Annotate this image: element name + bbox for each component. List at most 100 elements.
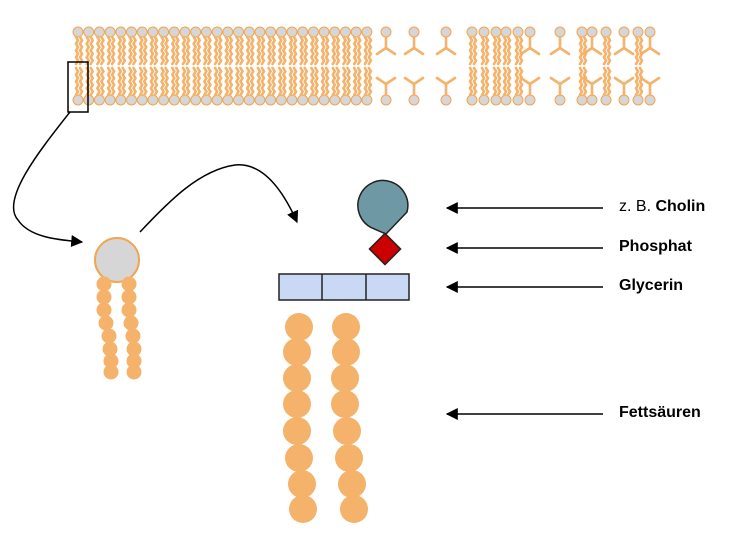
membrane-lipid xyxy=(490,26,502,66)
membrane-tail xyxy=(149,35,155,66)
membrane-lipid xyxy=(297,26,309,66)
membrane-tail xyxy=(335,66,341,97)
membrane-tail xyxy=(217,35,223,66)
membrane-tail xyxy=(606,35,612,66)
membrane-head xyxy=(233,94,244,106)
membrane-tail xyxy=(74,66,80,97)
membrane-tail xyxy=(196,35,202,66)
membrane-tail xyxy=(256,66,262,97)
membrane-head xyxy=(576,94,588,106)
membrane-tail xyxy=(634,66,640,97)
membrane-tail xyxy=(335,35,341,66)
membrane-tail xyxy=(267,66,273,97)
membrane-lipid-kinked xyxy=(375,76,397,106)
membrane-tail xyxy=(292,35,298,66)
membrane-selection-box xyxy=(67,61,89,113)
membrane-tail xyxy=(502,35,508,66)
membrane-head xyxy=(586,26,598,38)
membrane-tail xyxy=(267,35,273,66)
membrane-lipid xyxy=(340,66,352,106)
membrane-lipid xyxy=(478,66,490,106)
membrane-tail xyxy=(558,76,571,97)
membrane-tail xyxy=(271,66,277,97)
membrane-head xyxy=(632,26,644,38)
membrane-lipid-kinked xyxy=(549,26,571,56)
membrane-head xyxy=(490,26,502,38)
membrane-tail xyxy=(164,66,170,97)
membrane-lipid xyxy=(190,26,202,66)
small-tail-bead xyxy=(96,289,112,305)
membrane-tail xyxy=(496,35,502,66)
membrane-tail xyxy=(472,35,478,66)
membrane-head xyxy=(104,94,116,106)
membrane-head xyxy=(440,94,452,106)
membrane-lipid xyxy=(179,66,191,106)
membrane-tail xyxy=(356,66,362,97)
membrane-lipid xyxy=(500,66,512,106)
membrane-lipid xyxy=(600,66,612,106)
membrane-head xyxy=(254,94,266,106)
membrane-tail xyxy=(95,66,101,97)
membrane-lipid xyxy=(147,26,159,66)
membrane-tail xyxy=(153,66,159,97)
membrane-tail xyxy=(634,35,640,66)
membrane-tail xyxy=(528,76,541,86)
fatty-acid-bead xyxy=(331,364,359,392)
membrane-lipid xyxy=(307,66,319,106)
membrane-head xyxy=(350,26,362,38)
glycerol-bar xyxy=(278,273,410,301)
membrane-lipid xyxy=(466,66,478,106)
membrane-tail xyxy=(106,66,112,97)
membrane-head xyxy=(297,26,309,38)
fatty-acid-bead xyxy=(335,444,363,472)
membrane-head xyxy=(168,94,180,106)
small-tail-bead xyxy=(103,353,119,369)
membrane-tail xyxy=(324,66,330,97)
membrane-lipid xyxy=(243,26,255,66)
membrane-tail xyxy=(202,35,208,66)
membrane-tail xyxy=(331,66,337,97)
membrane-tail xyxy=(613,35,626,56)
membrane-tail xyxy=(249,66,255,97)
membrane-head xyxy=(147,94,159,106)
membrane-tail xyxy=(228,35,234,66)
membrane-tail xyxy=(131,35,138,66)
small-tail-bead xyxy=(125,328,141,344)
membrane-lipid xyxy=(200,26,212,66)
membrane-tail xyxy=(303,66,309,97)
membrane-head xyxy=(190,94,202,106)
membrane-lipid xyxy=(318,26,330,66)
choline-shape xyxy=(357,179,409,235)
membrane-tail xyxy=(228,66,234,97)
membrane-head xyxy=(524,26,536,38)
membrane-tail xyxy=(299,35,305,66)
membrane-tail xyxy=(492,35,498,66)
membrane-tail xyxy=(260,66,266,97)
single-phospholipid xyxy=(94,237,142,380)
membrane-tail xyxy=(213,35,219,66)
membrane-tail xyxy=(117,66,123,97)
membrane-tail xyxy=(89,66,95,97)
membrane-tail xyxy=(110,35,116,66)
membrane-tail xyxy=(131,66,138,97)
small-tail-bead xyxy=(101,328,117,344)
membrane-tail xyxy=(127,35,134,66)
membrane-lipid-kinked xyxy=(639,76,661,106)
membrane-tail xyxy=(549,35,562,56)
membrane-lipid xyxy=(115,66,127,106)
membrane-lipid xyxy=(512,26,524,66)
membrane-lipid xyxy=(168,66,180,106)
membrane-tail xyxy=(582,66,588,97)
membrane-tail xyxy=(324,35,330,66)
membrane-tail xyxy=(238,35,245,66)
membrane-tail xyxy=(313,66,319,97)
small-tail-bead xyxy=(98,315,114,331)
membrane-head xyxy=(222,94,234,106)
membrane-head xyxy=(440,26,452,38)
membrane-tail xyxy=(363,35,369,66)
membrane-tail xyxy=(74,35,80,66)
membrane-lipid xyxy=(158,66,170,106)
fatty-acid-bead xyxy=(283,364,311,392)
membrane-head xyxy=(524,94,536,106)
membrane-head xyxy=(512,26,524,38)
